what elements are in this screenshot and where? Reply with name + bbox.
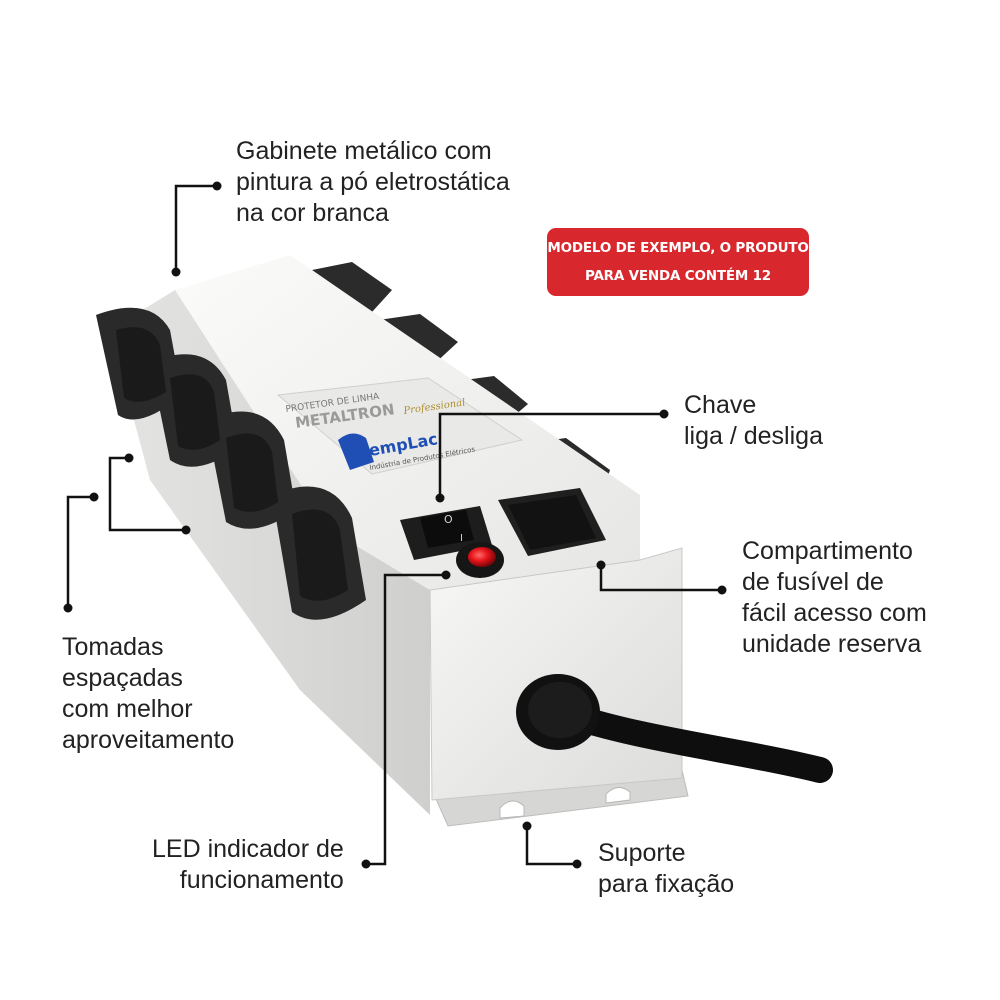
callout-fuse-line-3: fácil acesso com [742, 599, 927, 627]
notice-line-2: PARA VENDA CONTÉM 12 TOMADAS [584, 268, 771, 312]
callout-switch-line-2: liga / desliga [684, 422, 823, 450]
leader-outlets-a [108, 456, 186, 532]
callout-outlets-line-2: espaçadas [62, 664, 183, 692]
notice-line-1: MODELO DE EXEMPLO, O PRODUTO [547, 240, 809, 256]
callout-fuse-line-1: Compartimento [742, 537, 913, 565]
power-cord [516, 674, 833, 783]
callout-support: Suporte para fixação [598, 838, 734, 900]
callout-led-line-1: LED indicador de [152, 835, 344, 863]
callout-outlets: Tomadas espaçadas com melhor aproveitame… [62, 632, 234, 756]
notice-badge: MODELO DE EXEMPLO, O PRODUTO PARA VENDA … [547, 228, 809, 312]
cabinet-front [429, 547, 683, 801]
leader-led [366, 573, 446, 866]
callout-cabinet: Gabinete metálico com pintura a pó eletr… [236, 136, 510, 229]
leader-outlets-b [66, 495, 94, 608]
callout-cabinet-line-1: Gabinete metálico com [236, 137, 492, 165]
leader-dots [63, 181, 727, 869]
callout-led: LED indicador de funcionamento [152, 834, 344, 896]
led-light [456, 542, 504, 578]
leader-switch [438, 412, 664, 498]
leader-support [525, 826, 577, 866]
callout-switch-line-1: Chave [684, 391, 757, 419]
callout-outlets-line-1: Tomadas [62, 633, 164, 661]
product-label [276, 377, 524, 475]
callout-cabinet-line-3: na cor branca [236, 199, 389, 227]
callout-support-line-2: para fixação [598, 870, 735, 898]
callout-fuse: Compartimento de fusível de fácil acesso… [742, 536, 927, 660]
side-outlets [96, 307, 366, 620]
callout-outlets-line-4: aproveitamento [62, 726, 235, 754]
leader-fuse [599, 565, 722, 592]
callout-outlets-line-3: com melhor [62, 695, 193, 723]
callout-fuse-line-2: de fusível de [742, 568, 884, 596]
callout-fuse-line-4: unidade reserva [742, 630, 922, 658]
callout-led-line-2: funcionamento [179, 866, 344, 894]
switch-off-mark: O [444, 513, 453, 526]
switch-on-mark: I [460, 533, 463, 544]
leader-lines [66, 184, 722, 866]
leader-cabinet [174, 184, 217, 272]
callout-support-line-1: Suporte [598, 839, 686, 867]
fuse-compartment[interactable] [498, 488, 606, 556]
callout-switch: Chave liga / desliga [684, 390, 823, 452]
callout-cabinet-line-2: pintura a pó eletrostática [236, 168, 510, 196]
